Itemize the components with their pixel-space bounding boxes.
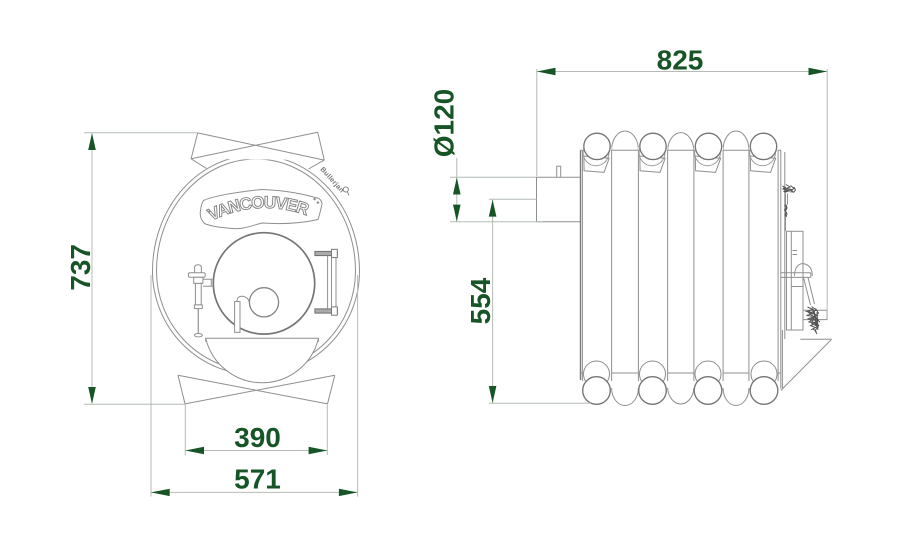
svg-text:390: 390 bbox=[234, 422, 281, 453]
svg-text:Ø120: Ø120 bbox=[429, 89, 460, 158]
svg-text:737: 737 bbox=[65, 244, 96, 291]
svg-text:554: 554 bbox=[465, 277, 496, 324]
svg-text:825: 825 bbox=[657, 45, 704, 76]
svg-text:571: 571 bbox=[234, 463, 281, 494]
